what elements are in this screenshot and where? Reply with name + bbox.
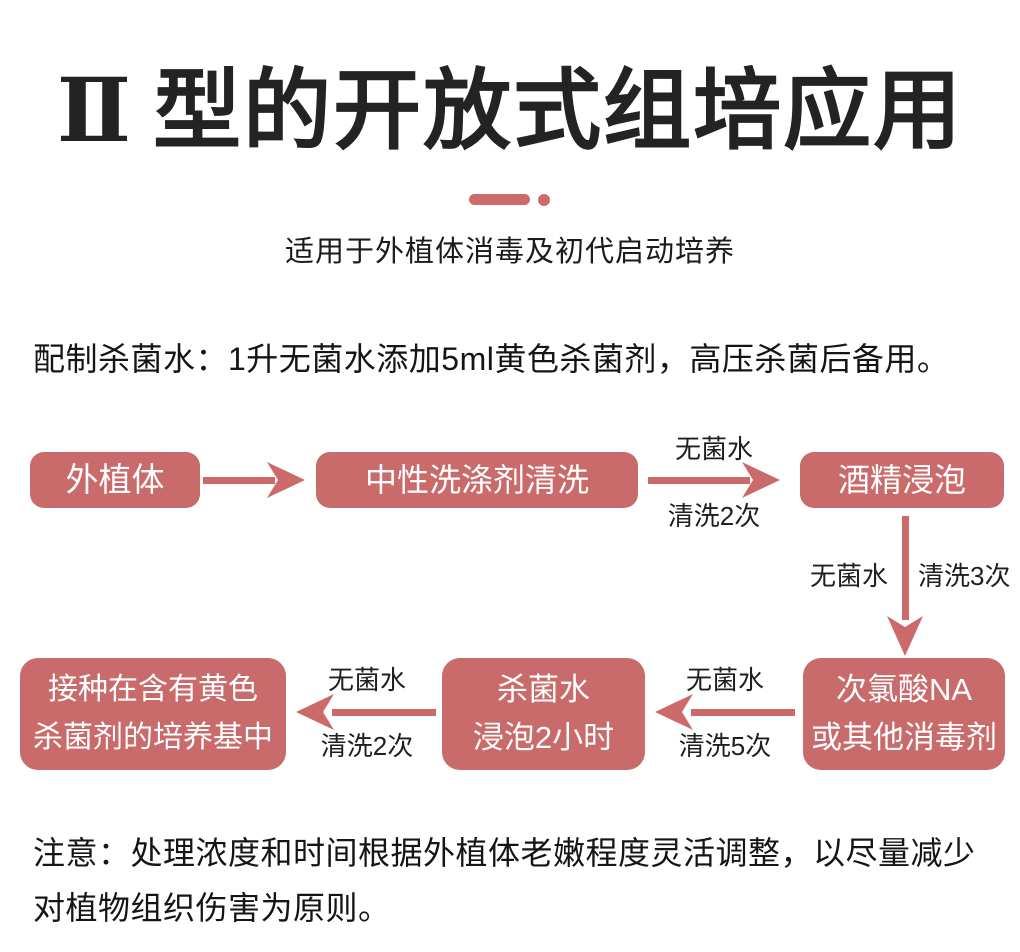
edge-label-wash-3-times: 清洗3次 [918,561,1011,591]
arrow-left-icon [296,692,436,732]
title-text: 型的开放式组培应用 [153,61,964,160]
divider-dot-icon [538,194,550,206]
edge-label-wash-2-times: 清洗2次 [320,731,414,761]
edge-label-sterile-water: 无菌水 [809,561,888,591]
note-text: 注意：处理浓度和时间根据外植体老嫩程度灵活调整，以尽量减少对植物组织伤害为原则。 [33,835,976,926]
node-explant-label: 外植体 [65,461,165,498]
page-subtitle: 适用于外植体消毒及初代启动培养 [284,236,735,268]
node-fungicide-soak-line1: 杀菌水 [497,672,590,707]
intro-text: 配制杀菌水：1升无菌水添加5ml黄色杀菌剂，高压杀菌后备用。 [33,341,950,377]
node-fungicide-soak: 杀菌水 浸泡2小时 [442,658,645,770]
arrow-right-icon [648,460,780,500]
node-hypochlorite: 次氯酸NA 或其他消毒剂 [803,658,1005,770]
node-detergent-label: 中性洗涤剂清洗 [364,462,589,498]
arrow-down-icon [885,516,925,656]
node-explant: 外植体 [30,452,200,508]
node-alcohol-soak: 酒精浸泡 [800,452,1004,508]
arrow-right-icon [203,460,305,500]
edge-label-wash-5-times: 清洗5次 [678,731,772,761]
divider-bar [469,194,530,205]
node-hypochlorite-line2: 或其他消毒剂 [811,720,997,755]
node-detergent-wash: 中性洗涤剂清洗 [316,452,638,508]
node-fungicide-soak-line2: 浸泡2小时 [472,720,615,755]
node-inoculate-line2: 杀菌剂的培养基中 [33,721,273,754]
edge-label-wash-2-times: 清洗2次 [667,501,761,531]
node-hypochlorite-line1: 次氯酸NA [835,672,973,707]
edge-label-sterile-water: 无菌水 [685,665,764,695]
node-alcohol-label: 酒精浸泡 [837,462,966,498]
edge-label-sterile-water: 无菌水 [327,665,406,695]
node-inoculate: 接种在含有黄色 杀菌剂的培养基中 [20,658,286,770]
title-numeral: Ⅱ [56,64,134,161]
arrow-left-icon [655,692,795,732]
node-inoculate-line1: 接种在含有黄色 [48,673,258,706]
edge-label-sterile-water: 无菌水 [674,434,753,464]
